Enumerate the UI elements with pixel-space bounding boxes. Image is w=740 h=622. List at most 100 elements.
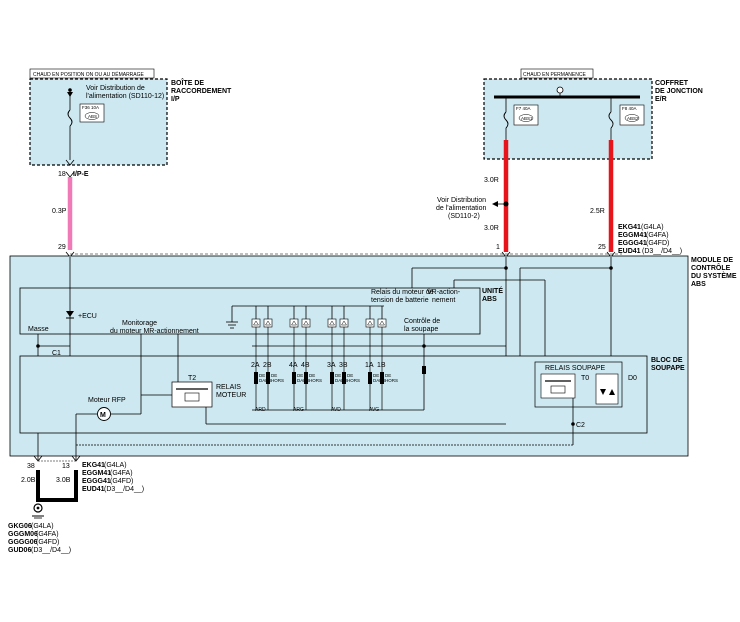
relais-soupape-label: RELAIS SOUPAPE	[545, 365, 606, 372]
right-conn-2-sub: (G4FA)	[646, 232, 669, 239]
c1-label: C1	[52, 350, 61, 357]
relais-tension-1: Relais du moteur de	[371, 289, 434, 296]
module-title-1: MODULE DE	[691, 257, 733, 264]
left-feed-wire-top: 3.0R	[484, 177, 499, 184]
ip-box-title-2: RACCORDEMENT	[171, 88, 232, 95]
relais-moteur-2: MOTEUR	[216, 392, 246, 399]
valve-2A-coil	[254, 372, 258, 384]
valve-block-title-1: BLOC DE	[651, 357, 683, 364]
driver-transistor-2	[289, 318, 299, 328]
ip-connector-arrow-icon	[65, 159, 75, 166]
monitoring-label-1: Monitorage	[122, 320, 157, 327]
ip-box-caption: CHAUD EN POSITION ON OU AU DÉMARRAGE	[33, 71, 145, 78]
er-fuse1-icon	[503, 111, 509, 129]
abs-unit-title-1: UNITÉ	[482, 286, 503, 295]
motor-label: Moteur RFP	[88, 397, 126, 404]
valve-1B-coil	[380, 372, 384, 384]
module-title-2: CONTRÔLE	[691, 263, 731, 272]
d0-label: D0	[628, 375, 637, 382]
ground-pin-38: 38	[27, 463, 35, 470]
valve-3B-sub1: DE	[347, 373, 353, 378]
ej-box-title-1: COFFRET	[655, 80, 689, 87]
driver-transistors	[251, 306, 387, 328]
pump-motor-icon	[97, 407, 111, 421]
er-fuse1-sub: ABS1	[521, 116, 533, 121]
ground-1-code: GKG06	[8, 523, 32, 530]
ip-fuse-sub: ABS	[88, 114, 97, 119]
valve-1B-sub2: HORS	[385, 378, 398, 383]
ecu-label: +ECU	[78, 313, 97, 320]
right-conn-3-sub: (G4FD)	[646, 240, 669, 247]
diode-a-icon	[600, 389, 606, 395]
valve-2A-sub1: DE	[259, 373, 265, 378]
module-title-3: DU SYSTÈME	[691, 271, 737, 280]
ip-fuse-label: F36 10A	[82, 105, 99, 110]
ground-conn-3-code: EGGG41	[82, 478, 111, 485]
ecu-diode-icon	[66, 311, 74, 317]
ej-box-caption: CHAUD EN PERMANENCE	[523, 72, 586, 78]
controle-label-1: Contrôle de	[404, 318, 440, 325]
valve-3A-sub1: DE	[335, 373, 341, 378]
valve-2A-label: 2A	[251, 362, 260, 369]
ground-wire-left-size: 2.0B	[21, 477, 36, 484]
valve-2B-label: 2B	[263, 362, 272, 369]
valve-2A-sub2: DANS	[259, 378, 272, 383]
valve-3B-coil	[342, 372, 346, 384]
er-fuse2-icon	[608, 111, 614, 129]
driver-transistor-0	[251, 318, 261, 328]
valve-3A-sub2: DANS	[335, 378, 348, 383]
valve-3B-sub2: HORS	[347, 378, 360, 383]
valve-4B-coil	[304, 372, 308, 384]
right-conn-4-sub: (D3__/D4__)	[642, 248, 682, 255]
valve-2B-coil	[266, 372, 270, 384]
module-pin-29: 29	[58, 244, 66, 251]
valve-2B-sub1: DE	[271, 373, 277, 378]
ground-conn-4-sub: (D3__/D4__)	[104, 486, 144, 493]
ground-conn-1-code: EKG41	[82, 462, 105, 469]
motor-symbol: M	[100, 412, 106, 419]
driver-transistor-5	[339, 318, 349, 328]
module-pin-1: 1	[496, 244, 500, 251]
left-feed-wire-bottom: 3.0R	[484, 225, 499, 232]
right-conn-3-code: EGGG41	[618, 240, 647, 247]
left-feed-dist-3: (SD110-2)	[448, 213, 480, 220]
ip-fuse-icon	[67, 109, 73, 127]
ground-conn-1-sub: (G4LA)	[104, 462, 127, 469]
ip-box-caption-frame	[29, 68, 155, 79]
module-pin-25: 25	[598, 244, 606, 251]
valve-4B-sub1: DE	[309, 373, 315, 378]
ground-conn-4-code: EUD41	[82, 486, 105, 493]
relais-moteur-1: RELAIS	[216, 384, 241, 391]
left-feed-arrow-icon	[492, 201, 498, 207]
ground-4-sub: (D3__/D4__)	[31, 547, 71, 554]
ground-2-code: GGGM06	[8, 531, 38, 538]
valve-1B-label: 1B	[377, 362, 386, 369]
abs-unit-title-2: ABS	[482, 296, 497, 303]
ej-box-caption-frame	[520, 68, 594, 79]
er-fuse1-label: F7 40A	[516, 106, 531, 111]
ground-4-code: GUD06	[8, 547, 31, 554]
valve-feed-fuse	[422, 366, 426, 374]
driver-transistor-3	[301, 318, 311, 328]
ip-connector-label: I/P-E	[73, 171, 89, 178]
diode-b-icon	[609, 389, 615, 395]
ground-conn-2-sub: (G4FA)	[110, 470, 133, 477]
driver-transistor-4	[327, 318, 337, 328]
module-title-4: ABS	[691, 281, 706, 288]
valve-1A-sub2: DANS	[373, 378, 386, 383]
ip-dist-ref-1: Voir Distribution de	[86, 85, 145, 92]
ip-fuse-badge	[84, 112, 100, 120]
t0-label: T0	[581, 375, 589, 382]
ground-2-sub: (G4FA)	[36, 531, 59, 538]
ip-box-title-3: I/P	[171, 96, 180, 103]
relais-tension-2: tension de batterie	[371, 297, 429, 304]
valve-block-title-2: SOUPAPE	[651, 365, 685, 372]
ip-dist-ref-2: l'alimentation (SD110-12)	[86, 93, 164, 100]
valve-4A-label: 4A	[289, 362, 298, 369]
valve-4B-label: 4B	[301, 362, 310, 369]
ground-conn-3-sub: (G4FD)	[110, 478, 133, 485]
ground-pin-13: 13	[62, 463, 70, 470]
ej-box-title-3: E/R	[655, 96, 667, 103]
c2-label: C2	[576, 422, 585, 429]
